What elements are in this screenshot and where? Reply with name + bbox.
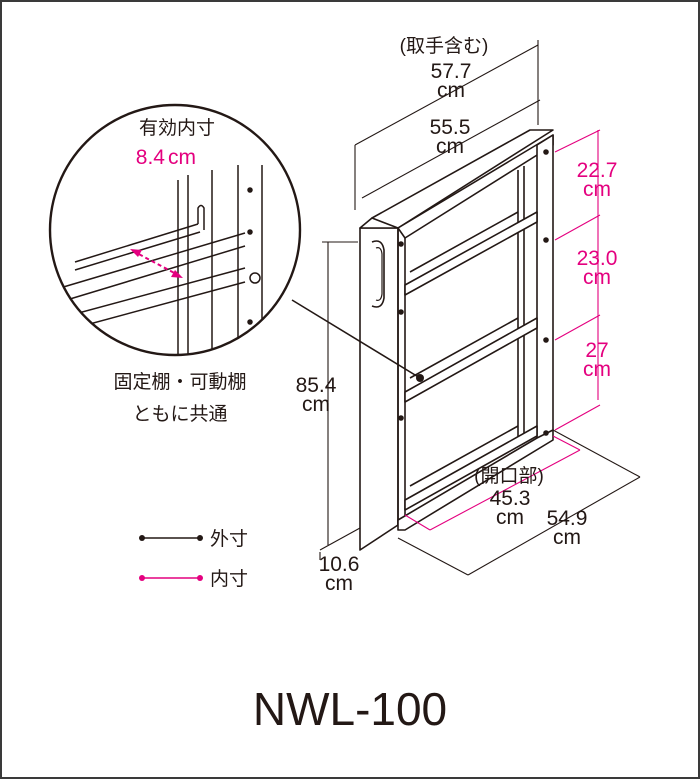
depth-value: 10.6: [319, 553, 360, 576]
model-name: NWL-100: [253, 683, 447, 735]
detail-value: 8.4: [136, 146, 166, 169]
width-note: (取手含む): [400, 35, 489, 57]
legend-inner-label: 内寸: [210, 568, 248, 590]
height-value: 85.4: [296, 374, 337, 397]
shelf-height-1-value: 22.7: [577, 159, 618, 182]
opening-width-unit: cm: [496, 506, 524, 529]
width-with-handle-unit: cm: [437, 79, 465, 102]
depth-unit: cm: [325, 572, 353, 595]
shelf-height-2-value: 23.0: [577, 247, 618, 270]
detail-caption-line2: ともに共通: [132, 403, 227, 425]
shelf-height-3-unit: cm: [583, 358, 611, 381]
width-unit: cm: [436, 135, 464, 158]
shelf-height-3-value: 27: [585, 339, 608, 362]
dimension-labels: (取手含む) 57.7 cm 55.5 cm 85.4 cm 10.6 cm (…: [113, 35, 617, 595]
width-value: 55.5: [430, 116, 471, 139]
rack-body: [359, 129, 554, 551]
detail-magnifier: [48, 103, 424, 382]
legend: 外寸 内寸: [139, 528, 248, 590]
detail-unit: cm: [168, 146, 196, 169]
shelf-height-1-unit: cm: [583, 178, 611, 201]
detail-title: 有効内寸: [139, 117, 215, 139]
inner-dimension-lines: [404, 129, 601, 531]
shelf-height-2-unit: cm: [583, 266, 611, 289]
opening-note: (開口部): [474, 465, 544, 487]
opening-width-value: 45.3: [490, 487, 531, 510]
legend-outer-label: 外寸: [210, 528, 248, 550]
height-unit: cm: [302, 393, 330, 416]
base-width-value: 54.9: [547, 507, 588, 530]
detail-caption-line1: 固定棚・可動棚: [113, 371, 246, 393]
width-with-handle-value: 57.7: [431, 60, 472, 83]
base-width-unit: cm: [553, 526, 581, 549]
outer-dimension-lines: [319, 40, 641, 576]
